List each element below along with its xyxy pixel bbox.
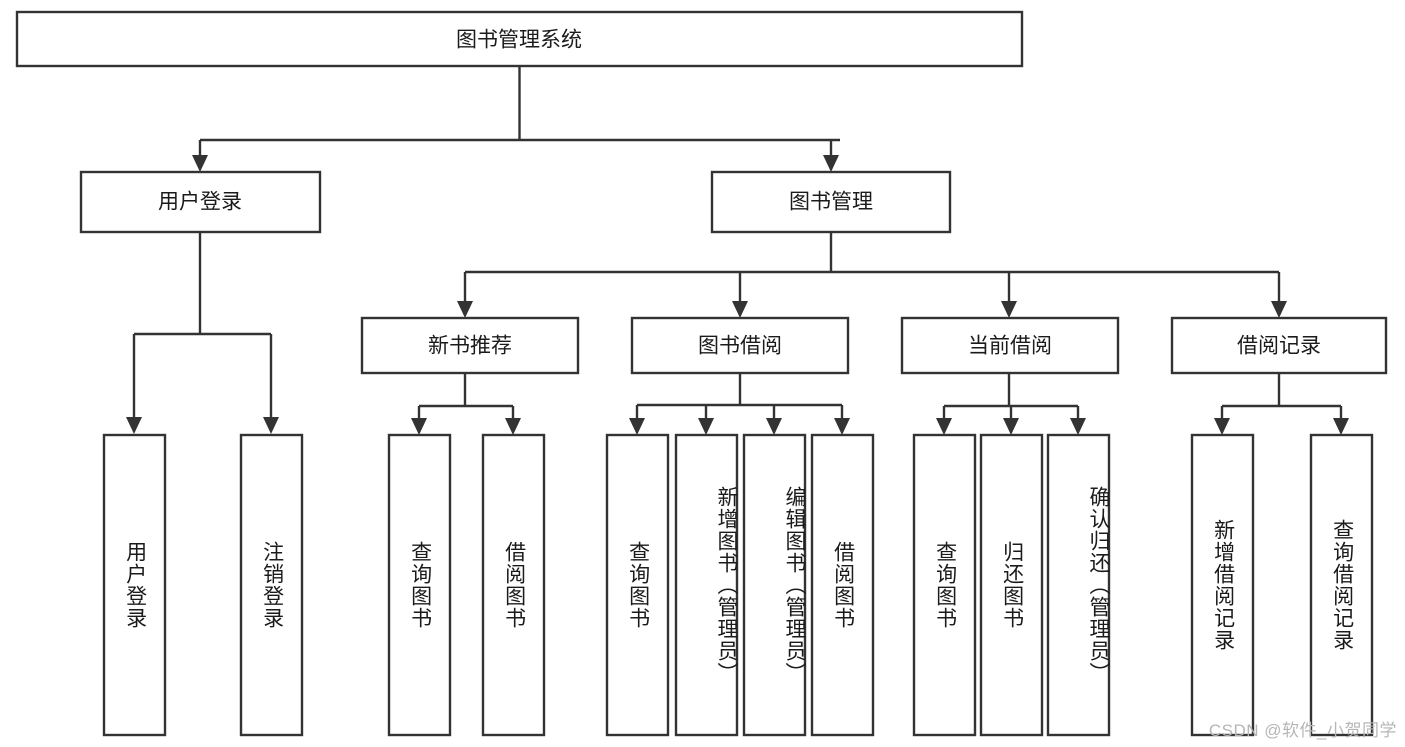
node-box-leaf-add-book[interactable] — [674, 433, 739, 737]
arrow-cb-to-leaf1 — [936, 418, 952, 435]
arrow-bb-to-leaf2 — [698, 418, 714, 435]
edges-book-borrow-children — [629, 373, 850, 435]
node-label-book-borrow: 图书借阅 — [698, 335, 782, 358]
arrow-cb-to-leaf3 — [1070, 418, 1086, 435]
node-box-new-book-recommend[interactable] — [360, 316, 580, 375]
node-box-borrow-record[interactable] — [1170, 316, 1388, 375]
arrow-bm-to-borrow-record — [1271, 301, 1287, 318]
node-box-leaf-confirm-return[interactable] — [1046, 433, 1111, 737]
csdn-watermark: CSDN @软件_小贺同学 — [1208, 721, 1397, 740]
node-label-current-borrow: 当前借阅 — [968, 335, 1052, 358]
arrow-root-to-user-login — [192, 155, 208, 172]
node-box-leaf-return-book[interactable] — [979, 433, 1044, 737]
node-box-leaf-borrow-book-2[interactable] — [810, 433, 875, 737]
arrow-cb-to-leaf2 — [1003, 418, 1019, 435]
arrow-user-login-to-leaf2 — [263, 417, 279, 434]
node-box-book-manage[interactable] — [710, 170, 952, 234]
edges-current-borrow-children — [936, 373, 1086, 435]
node-box-leaf-query-book-1[interactable] — [387, 433, 452, 737]
node-label-new-book-recommend: 新书推荐 — [428, 335, 512, 358]
arrow-bb-to-leaf1 — [629, 418, 645, 435]
node-box-leaf-edit-book[interactable] — [742, 433, 807, 737]
node-box-leaf-borrow-book-1[interactable] — [481, 433, 546, 737]
node-box-leaf-query-book-2[interactable] — [605, 433, 670, 737]
node-box-leaf-query-book-3[interactable] — [912, 433, 977, 737]
arrow-bm-to-new-book — [457, 301, 473, 318]
node-label-book-manage: 图书管理 — [789, 191, 873, 214]
arrow-bm-to-book-borrow — [732, 301, 748, 318]
edges-root-to-level1 — [192, 66, 840, 172]
edges-new-book-recommend-children — [411, 373, 521, 435]
node-box-current-borrow[interactable] — [900, 316, 1120, 375]
node-box-leaf-query-record[interactable] — [1309, 433, 1374, 737]
arrow-br-to-leaf2 — [1333, 418, 1349, 435]
node-box-leaf-user-login[interactable] — [102, 433, 167, 737]
node-box-user-login[interactable] — [79, 170, 322, 234]
arrow-br-to-leaf1 — [1214, 418, 1230, 435]
arrow-bb-to-leaf3 — [766, 418, 782, 435]
arrow-bb-to-leaf4 — [834, 418, 850, 435]
arrow-root-to-book-manage — [823, 155, 839, 172]
node-box-book-borrow[interactable] — [630, 316, 850, 375]
arrow-user-login-to-leaf1 — [126, 417, 142, 434]
node-label-user-login: 用户登录 — [158, 191, 242, 214]
node-box-leaf-add-record[interactable] — [1190, 433, 1255, 737]
arrow-bm-to-current-borrow — [1001, 301, 1017, 318]
node-label-root: 图书管理系统 — [456, 29, 582, 52]
node-box-root[interactable] — [15, 10, 1024, 68]
edges-user-login-children — [126, 232, 279, 434]
arrow-nbr-to-leaf2 — [505, 418, 521, 435]
edges-book-manage-children — [457, 232, 1287, 318]
node-box-leaf-user-logout[interactable] — [239, 433, 304, 737]
node-label-borrow-record: 借阅记录 — [1237, 335, 1321, 358]
edges-borrow-record-children — [1214, 373, 1349, 435]
arrow-nbr-to-leaf1 — [411, 418, 427, 435]
